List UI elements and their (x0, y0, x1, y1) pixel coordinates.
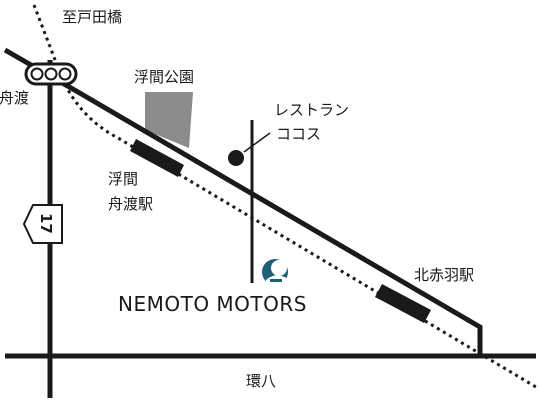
ukima-park-area (145, 92, 193, 148)
label-station-ukima-line2: 舟渡駅 (108, 195, 154, 213)
restaurant-marker-icon (228, 150, 244, 166)
label-nemoto-motors: NEMOTO MOTORS (118, 292, 307, 316)
label-station-kitaakabane: 北赤羽駅 (414, 266, 475, 284)
label-restaurant-line2: ココス (276, 125, 322, 143)
restaurant-leader-line (243, 132, 271, 153)
label-to-todabashi: 至戸田橋 (62, 8, 123, 26)
label-kanpachi: 環八 (246, 372, 277, 390)
station-kitaakabane (375, 284, 431, 323)
label-ukima-park: 浮間公園 (134, 68, 195, 86)
route-17-shield-icon (22, 204, 63, 244)
label-restaurant-line1: レストラン (274, 101, 350, 119)
label-route-number: 17 (37, 213, 55, 234)
station-ukima-funado (130, 139, 184, 177)
railway-line (60, 77, 537, 389)
traffic-light-icon (24, 62, 78, 86)
label-funado: 舟渡 (0, 89, 30, 107)
label-station-ukima-line1: 浮間 (108, 170, 139, 188)
nemoto-motors-logo-icon (262, 259, 288, 285)
